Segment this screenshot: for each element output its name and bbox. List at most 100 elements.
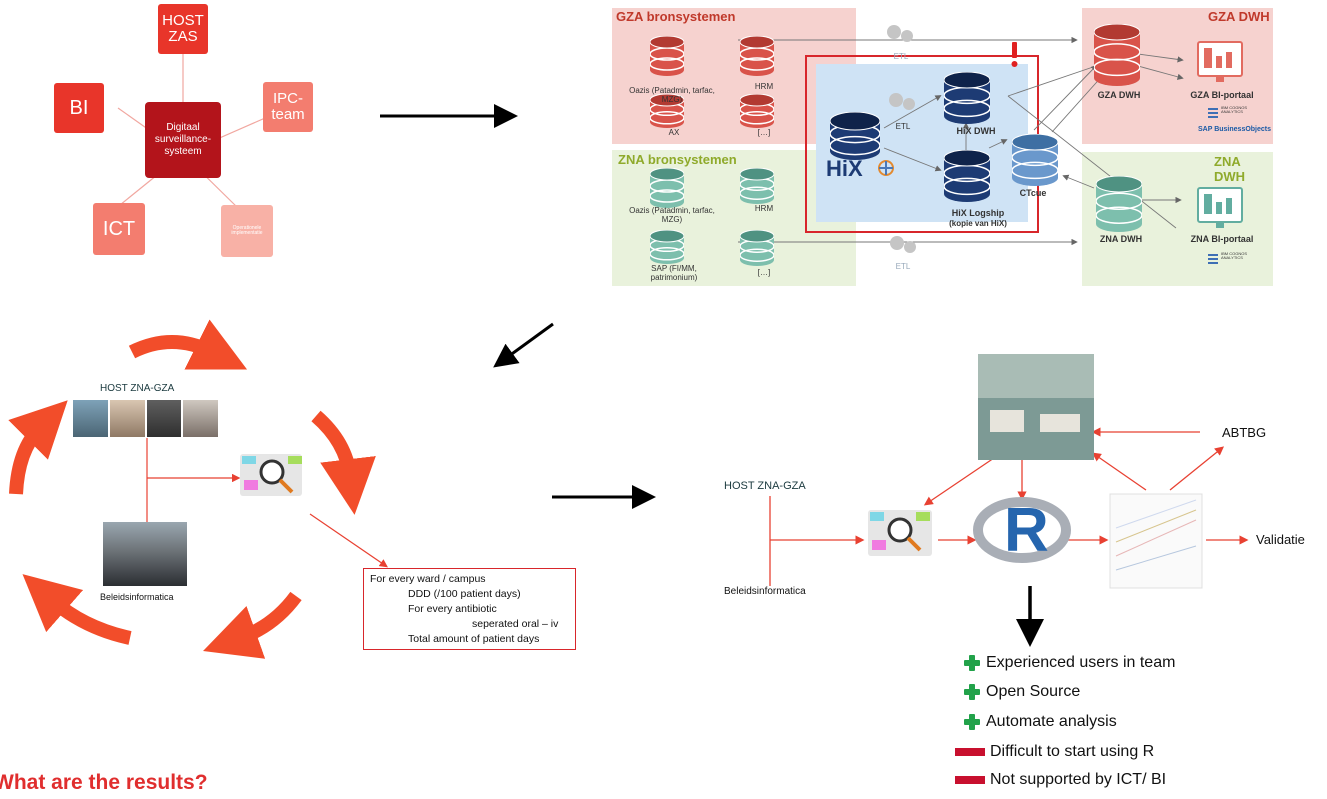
sap-bo-label: SAP BusinessObjects bbox=[1198, 126, 1272, 133]
bi-team-photo bbox=[103, 522, 187, 586]
hix-wordmark: HiX bbox=[826, 156, 863, 181]
gear-icon bbox=[889, 93, 915, 110]
requirements-box: For every ward / campus DDD (/100 patien… bbox=[363, 568, 576, 650]
hix-dwh-label: HiX DWH bbox=[956, 126, 996, 136]
pro-item: Open Source bbox=[964, 683, 1080, 701]
stakeholder-operational-label: Operationele implementatie bbox=[231, 224, 263, 236]
warning-exclamation-icon bbox=[1011, 42, 1018, 67]
arrow-2-to-3 bbox=[493, 322, 554, 368]
stakeholder-bi: BI bbox=[54, 83, 104, 133]
con-item: Not supported by ICT/ BI bbox=[955, 771, 1166, 789]
cycle-bi-label: Beleidsinformatica bbox=[100, 592, 174, 602]
hix-logo-icon bbox=[878, 160, 894, 176]
etl-label-bottom: ETL bbox=[895, 262, 911, 271]
hix-logship-sub-label: (kopie van HiX) bbox=[949, 219, 1007, 228]
cycle-arrow-top bbox=[128, 319, 248, 370]
plus-icon bbox=[964, 654, 980, 671]
zna-sap-db-icon bbox=[649, 229, 685, 264]
architecture-canvas bbox=[612, 8, 1273, 286]
ctcue-db-icon bbox=[1011, 133, 1059, 186]
requirement-line: seperated oral – iv bbox=[472, 618, 559, 630]
host-team-photo bbox=[73, 400, 218, 437]
gza-dwh-title: GZA DWH bbox=[1208, 9, 1270, 24]
gear-icon bbox=[890, 236, 916, 253]
gza-etc-label: […] bbox=[757, 128, 771, 137]
requirement-line: For every antibiotic bbox=[408, 603, 497, 615]
gear-icon bbox=[887, 25, 913, 42]
requirement-line: For every ward / campus bbox=[370, 573, 486, 585]
cycle-arrow-bottom-right bbox=[203, 591, 302, 659]
query-icon bbox=[240, 454, 302, 496]
hix-logship-label: HiX Logship bbox=[951, 208, 1005, 218]
pipeline-r-letter: R bbox=[1004, 496, 1049, 565]
cycle-arrow-bottom-left bbox=[22, 574, 132, 645]
stakeholder-operational: Operationele implementatie bbox=[221, 205, 273, 257]
ctcue-label: CTcue bbox=[1019, 188, 1047, 198]
stakeholder-bi-label: BI bbox=[69, 96, 89, 119]
pipeline-query-label: Query bbox=[892, 524, 909, 530]
abtbg-label: ABTBG bbox=[1222, 425, 1267, 440]
r-logo-icon bbox=[973, 497, 1071, 563]
pro-item: Automate analysis bbox=[964, 713, 1117, 731]
gza-bi-portal-label: GZA BI-portaal bbox=[1190, 90, 1254, 100]
query-icon bbox=[868, 510, 932, 556]
cognos-label-bottom: IBM COGNOS ANALYTICS bbox=[1221, 251, 1248, 261]
con-label: Difficult to start using R bbox=[990, 743, 1155, 760]
dashboard-icon-zna bbox=[1197, 187, 1243, 228]
zna-dwh-db-label: ZNA DWH bbox=[1099, 234, 1143, 244]
zna-hrm-label: HRM bbox=[754, 204, 774, 213]
requirement-line: Total amount of patient days bbox=[408, 633, 540, 645]
etl-label-mid: ETL bbox=[895, 122, 911, 131]
minus-icon bbox=[955, 747, 985, 756]
zna-dwh-db-icon bbox=[1095, 175, 1143, 232]
zna-dwh-title: ZNA DWH bbox=[1214, 154, 1246, 184]
gza-oazis-db-icon bbox=[649, 35, 685, 76]
zna-hrm-db-icon bbox=[739, 167, 775, 204]
gza-hrm-label: HRM bbox=[754, 82, 774, 91]
architecture-panel: GZA bronsystemen GZA DWH ZNA bronsysteme… bbox=[604, 0, 1273, 289]
pro-item: Experienced users in team bbox=[964, 654, 1175, 672]
stakeholder-host-zas-label: HOST ZAS bbox=[162, 12, 204, 45]
minus-icon bbox=[955, 775, 985, 784]
zna-sap-label: SAP (FI/MM, patrimonium) bbox=[650, 264, 698, 283]
dashboard-icon-gza bbox=[1197, 41, 1243, 82]
hix-db-icon bbox=[829, 111, 881, 160]
plus-icon bbox=[964, 683, 980, 700]
results-chart-thumbnail bbox=[1109, 493, 1203, 589]
gza-dwh-db-icon bbox=[1093, 23, 1141, 86]
gza-dwh-db-label: GZA DWH bbox=[1097, 90, 1141, 100]
zna-oazis-db-icon bbox=[649, 167, 685, 208]
gza-other-db-icon bbox=[739, 93, 775, 128]
stakeholder-center: Digitaal surveillance-systeem bbox=[145, 102, 221, 178]
hix-logship-db-icon bbox=[943, 149, 991, 202]
gza-sources-title: GZA bronsystemen bbox=[616, 9, 736, 24]
etl-label-top: ETL bbox=[893, 52, 909, 61]
gza-ax-label: AX bbox=[668, 128, 680, 137]
zna-sources-title: ZNA bronsystemen bbox=[618, 152, 737, 167]
stakeholder-ict: ICT bbox=[93, 203, 145, 255]
pipeline-canvas bbox=[769, 354, 1249, 589]
cognos-label-top: IBM COGNOS ANALYTICS bbox=[1221, 105, 1248, 115]
pipeline-bi-label: Beleidsinformatica bbox=[724, 586, 806, 597]
validatie-label: Validatie bbox=[1256, 532, 1305, 547]
cycle-arrow-left bbox=[8, 400, 68, 495]
zna-bi-portal-label: ZNA BI-portaal bbox=[1190, 234, 1254, 244]
zna-other-db-icon bbox=[739, 229, 775, 266]
con-item: Difficult to start using R bbox=[955, 743, 1154, 761]
cycle-arrow-right bbox=[311, 410, 376, 515]
hix-dwh-db-icon bbox=[943, 71, 991, 124]
plus-icon bbox=[964, 713, 980, 730]
cycle-query-label: Query bbox=[264, 468, 281, 474]
requirement-line: DDD (/100 patient days) bbox=[408, 588, 521, 600]
pro-label: Automate analysis bbox=[986, 713, 1117, 730]
gza-hrm-db-icon bbox=[739, 35, 775, 76]
con-label: Not supported by ICT/ BI bbox=[990, 771, 1167, 788]
pro-label: Experienced users in team bbox=[986, 654, 1176, 671]
stakeholder-ict-label: ICT bbox=[102, 217, 136, 240]
gza-oazis-label: Oazis (Patadmin, tarfac, MZG) bbox=[629, 86, 715, 105]
cognos-logo-icon bbox=[1208, 108, 1218, 264]
cycle-host-label: HOST ZNA-GZA bbox=[100, 383, 175, 394]
zna-oazis-label: Oazis (Patadmin, tarfac, MZG) bbox=[629, 206, 715, 225]
pro-label: Open Source bbox=[986, 683, 1081, 700]
